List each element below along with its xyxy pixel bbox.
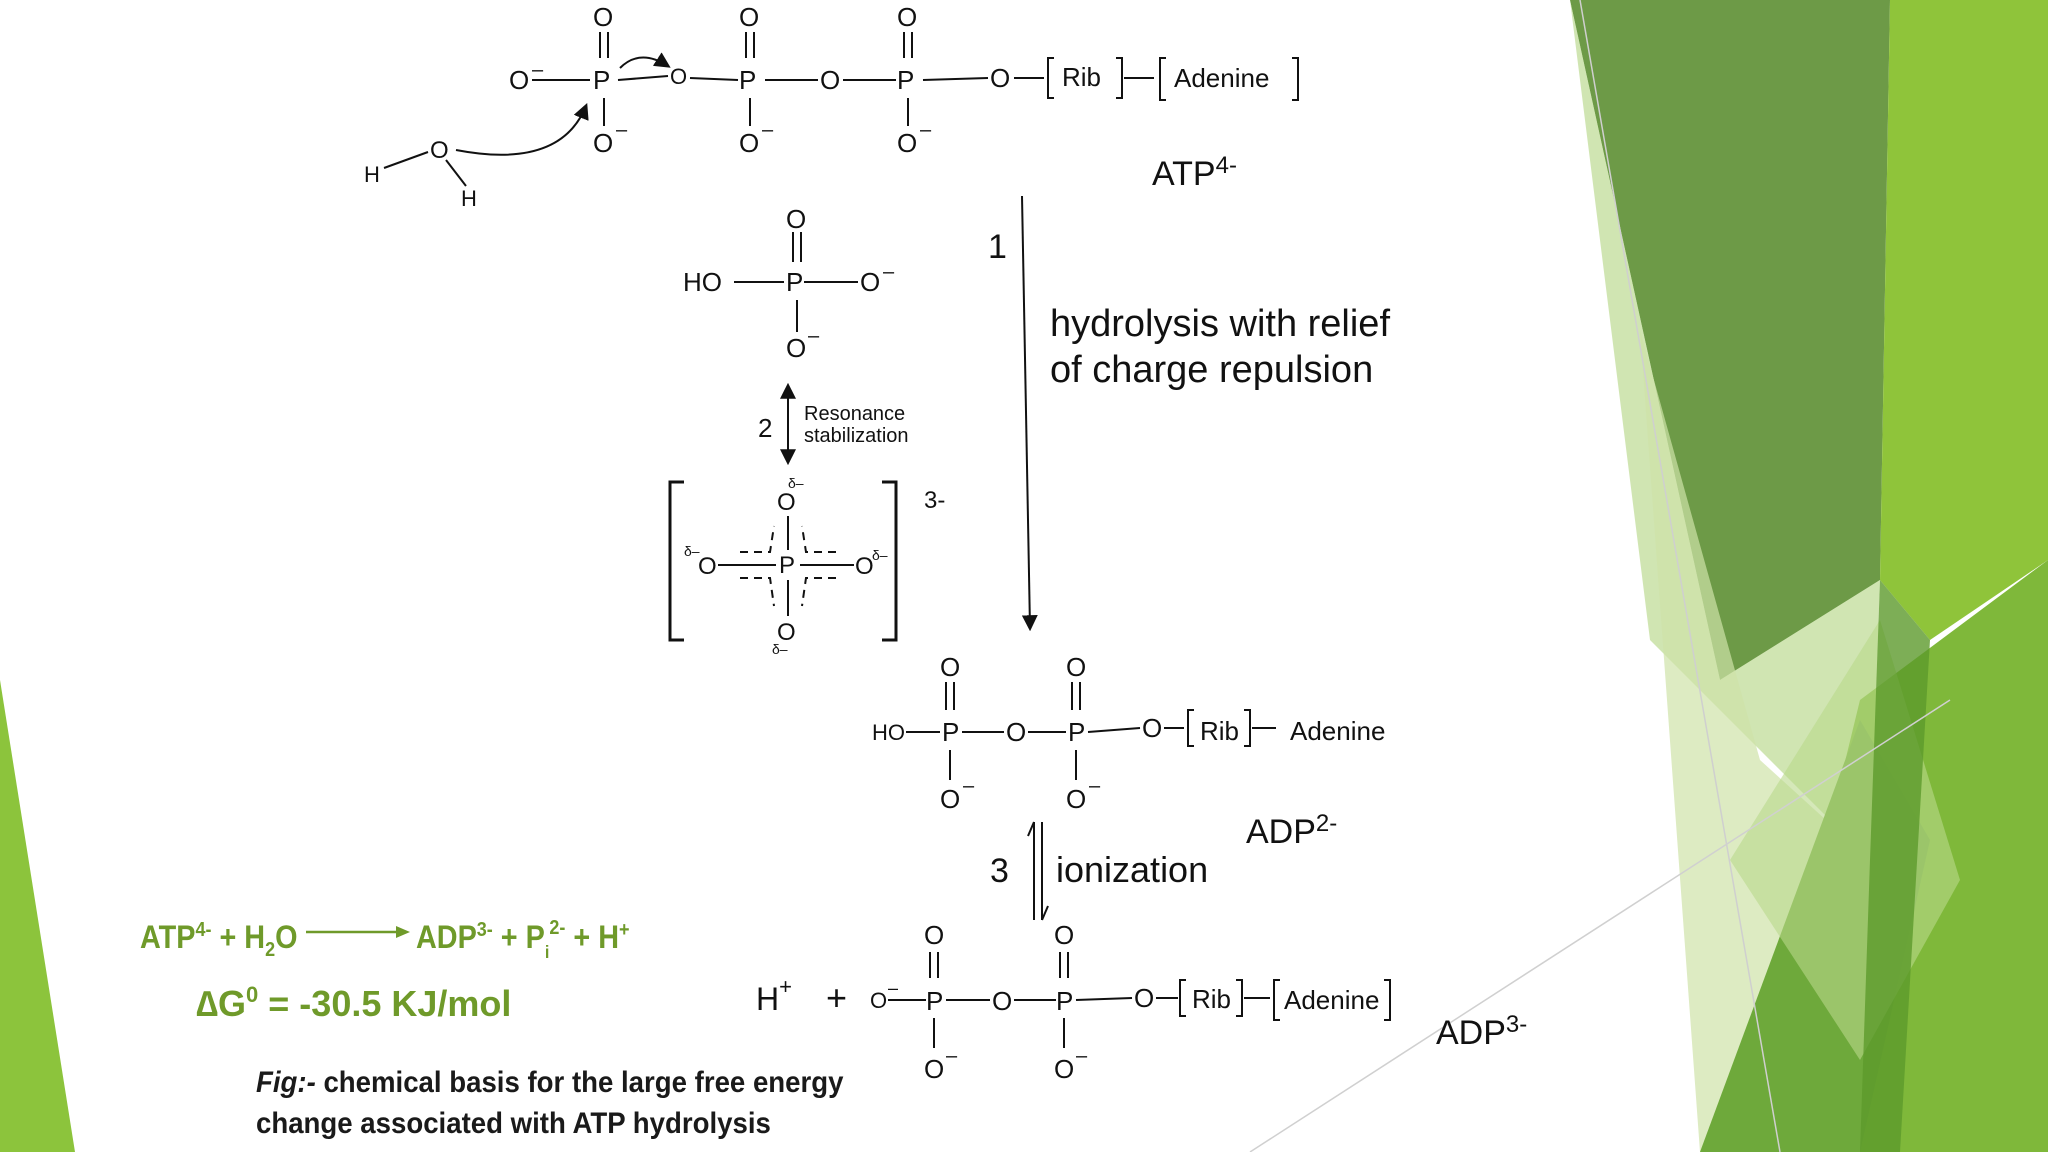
adp2-p2: P xyxy=(1068,717,1085,747)
atp-p1-o-top: O xyxy=(593,2,613,32)
step2-label-line1: Resonance xyxy=(804,403,905,425)
atp-adenine: Adenine xyxy=(1174,63,1269,93)
adp3-p1: P xyxy=(926,986,943,1016)
adp3-bridge-o2: O xyxy=(1134,983,1154,1013)
adp3-o-left: O xyxy=(870,988,887,1013)
caption-line1: Fig:- chemical basis for the large free … xyxy=(256,1062,900,1103)
resonance-charge: 3- xyxy=(924,487,945,514)
adp3-charge-left: – xyxy=(888,978,898,998)
atp-o-minus-left: O xyxy=(509,65,529,95)
step2-number: 2 xyxy=(758,413,772,443)
phosphate-structure: HO P O O – O – xyxy=(683,204,895,363)
step3-label: ionization xyxy=(1056,849,1208,890)
adp2-p1-o-bottom: O xyxy=(940,784,960,814)
adp2-p1: P xyxy=(942,717,959,747)
equation-reactants: ATP4- + H2O xyxy=(140,919,298,961)
atp-bridge-o2: O xyxy=(820,65,840,95)
adp2-p2-charge: – xyxy=(1089,775,1101,797)
atp-bridge-o3: O xyxy=(990,63,1010,93)
adp3-ribose: Rib xyxy=(1192,984,1231,1014)
step3-equilibrium-arrows xyxy=(1027,821,1049,921)
adp3-p1-charge: – xyxy=(946,1045,958,1067)
adp3-structure: O – P O O – O P O O – O Rib Adenine xyxy=(870,920,1391,1084)
adp2-adenine: Adenine xyxy=(1290,716,1385,746)
phosphate-o-right: O xyxy=(860,267,880,297)
atp-p2-o-top: O xyxy=(739,2,759,32)
atp-p1: P xyxy=(593,65,610,95)
resonance-o-left: O xyxy=(698,553,717,580)
resonance-o-bottom: O xyxy=(777,619,796,646)
caption-line2: change associated with ATP hydrolysis xyxy=(256,1107,771,1140)
resonance-delta-top: δ– xyxy=(788,475,804,491)
water-h-left: H xyxy=(364,162,380,187)
adp2-ribose: Rib xyxy=(1200,716,1239,746)
resonance-p: P xyxy=(779,552,795,579)
adp3-bridge-o: O xyxy=(992,986,1012,1016)
adp2-label: ADP2- xyxy=(1246,810,1337,851)
resonance-delta-bottom: δ– xyxy=(772,641,788,657)
adp3-p2-o-bottom: O xyxy=(1054,1054,1074,1084)
water-h-bottom: H xyxy=(461,186,477,211)
atp-p3-charge: – xyxy=(920,119,932,141)
step1-number: 1 xyxy=(988,228,1007,266)
resonance-o-top: O xyxy=(777,489,796,516)
atp-label: ATP4- xyxy=(1152,152,1237,193)
caption-prefix: Fig:- xyxy=(256,1066,316,1099)
step1-label-line1: hydrolysis with relief xyxy=(1050,303,1390,345)
adp3-label: ADP3- xyxy=(1436,1011,1527,1052)
resonance-delta-right: δ– xyxy=(872,547,888,563)
adp3-adenine: Adenine xyxy=(1284,985,1379,1015)
adp2-bridge-o2: O xyxy=(1142,713,1162,743)
atp-p3-o-top: O xyxy=(897,2,917,32)
step2-label-line2: stabilization xyxy=(804,425,909,447)
adp2-p2-o-bottom: O xyxy=(1066,784,1086,814)
atp-p1-o-bottom: O xyxy=(593,128,613,158)
adp3-p2-o-top: O xyxy=(1054,920,1074,950)
delta-g-value: ∆G0 = -30.5 KJ/mol xyxy=(196,982,511,1024)
atp-p2-o-bottom: O xyxy=(739,128,759,158)
step3-number: 3 xyxy=(990,852,1009,890)
adp2-p1-charge: – xyxy=(963,775,975,797)
phosphate-o-top: O xyxy=(786,204,806,234)
adp3-p2: P xyxy=(1056,986,1073,1016)
decorative-panels-right xyxy=(1249,0,2048,1152)
adp3-p1-o-top: O xyxy=(924,920,944,950)
caption-text1: chemical basis for the large free energy xyxy=(315,1066,844,1099)
phosphate-o-bottom: O xyxy=(786,333,806,363)
equation-products: ADP3- + Pi2- + H+ xyxy=(416,917,630,962)
resonance-delta-left: δ– xyxy=(684,543,700,559)
phosphate-charge-right: – xyxy=(883,261,895,283)
atp-p3: P xyxy=(897,65,914,95)
step1-arrow xyxy=(1021,195,1038,632)
overall-equation: ATP4- + H2O ADP3- + Pi2- + H+ ∆G0 = -30.… xyxy=(140,917,630,1024)
atp-p1-charge: – xyxy=(616,119,628,141)
phosphate-charge-bottom: – xyxy=(808,325,820,347)
adp3-p1-o-bottom: O xyxy=(924,1054,944,1084)
plus-sign: + xyxy=(826,977,847,1018)
adp2-ho: HO xyxy=(872,720,905,745)
figure-caption: Fig:- chemical basis for the large free … xyxy=(256,1062,900,1144)
adp2-structure: HO P O O – O P O O – O Rib Adenine xyxy=(872,652,1385,814)
phosphate-p: P xyxy=(786,267,803,297)
atp-ribose: Rib xyxy=(1062,62,1101,92)
water-o: O xyxy=(430,137,449,164)
resonance-structure: O δ– P O δ– O δ– O δ– xyxy=(668,475,898,657)
step1-label-line2: of charge repulsion xyxy=(1050,349,1373,391)
atp-structure: O – P O O – O P O O – O P O O – O Rib xyxy=(364,2,1299,211)
adp2-bridge-o: O xyxy=(1006,717,1026,747)
decorative-panel-left xyxy=(0,680,75,1152)
atp-p2: P xyxy=(739,65,756,95)
adp3-p2-charge: – xyxy=(1076,1045,1088,1067)
proton: H+ xyxy=(756,974,792,1017)
resonance-o-right: O xyxy=(855,553,874,580)
atp-p2-charge: – xyxy=(762,119,774,141)
atp-bridge-o1: O xyxy=(670,64,687,89)
atp-p3-o-bottom: O xyxy=(897,128,917,158)
adp2-p2-o-top: O xyxy=(1066,652,1086,682)
adp2-p1-o-top: O xyxy=(940,652,960,682)
atp-charge-left: – xyxy=(532,59,544,81)
phosphate-ho: HO xyxy=(683,267,722,297)
